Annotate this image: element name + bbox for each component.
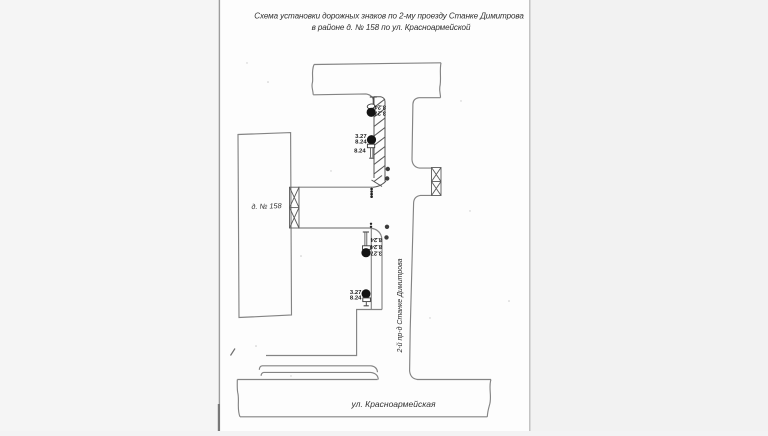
- svg-text:8.24: 8.24: [370, 236, 382, 243]
- svg-text:8.24: 8.24: [350, 296, 362, 302]
- svg-text:8.24: 8.24: [370, 243, 382, 250]
- svg-text:8.24: 8.24: [374, 104, 386, 111]
- svg-text:д. № 158: д. № 158: [251, 201, 282, 211]
- svg-text:3.27: 3.27: [355, 134, 367, 140]
- svg-text:в районе д. № 158 по ул. Красн: в районе д. № 158 по ул. Красноармейской: [312, 23, 471, 32]
- svg-text:8.24: 8.24: [355, 140, 367, 146]
- svg-text:3.27: 3.27: [374, 110, 386, 117]
- svg-text:8.24: 8.24: [354, 149, 366, 155]
- svg-text:3.27: 3.27: [370, 249, 382, 256]
- svg-text:Схема установки дорожных знако: Схема установки дорожных знаков по 2-му …: [254, 11, 524, 20]
- svg-text:3.27: 3.27: [350, 290, 362, 296]
- svg-text:2-й пр-д Станке Димитрова: 2-й пр-д Станке Димитрова: [396, 258, 404, 353]
- svg-text:ул. Красноармейская: ул. Красноармейская: [351, 399, 436, 409]
